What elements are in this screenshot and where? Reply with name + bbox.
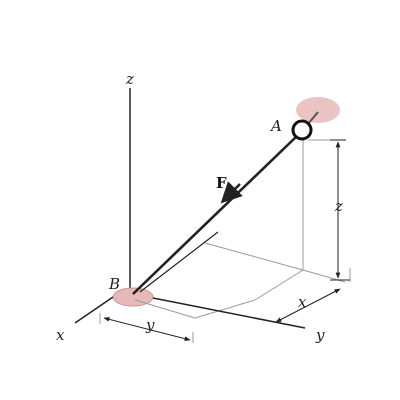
label-axis-y: y	[315, 326, 325, 344]
x-axis-line	[74, 296, 114, 324]
guide-base-left	[134, 299, 196, 319]
support-a-plate	[296, 97, 340, 123]
label-axis-x: x	[56, 326, 65, 344]
force-line	[132, 135, 298, 295]
guide-base-diag	[204, 242, 304, 271]
label-dim-x: x	[298, 293, 307, 311]
label-point-a: A	[269, 117, 282, 135]
force-line-shadow	[139, 231, 219, 293]
label-point-b: B	[108, 275, 120, 293]
support-a-stem	[307, 111, 319, 125]
label-axis-z: z	[125, 70, 134, 88]
y-axis-line	[152, 297, 306, 329]
guide-base-x-to-y	[194, 299, 256, 319]
ring-a	[291, 119, 313, 141]
dim-y-line	[103, 317, 191, 341]
force-arrow	[220, 181, 243, 204]
dim-x-line	[275, 288, 341, 323]
guide-base-diag-2	[254, 269, 304, 301]
label-dim-z: z	[334, 197, 343, 215]
label-force: F	[216, 174, 227, 192]
label-dim-y: y	[145, 316, 155, 334]
